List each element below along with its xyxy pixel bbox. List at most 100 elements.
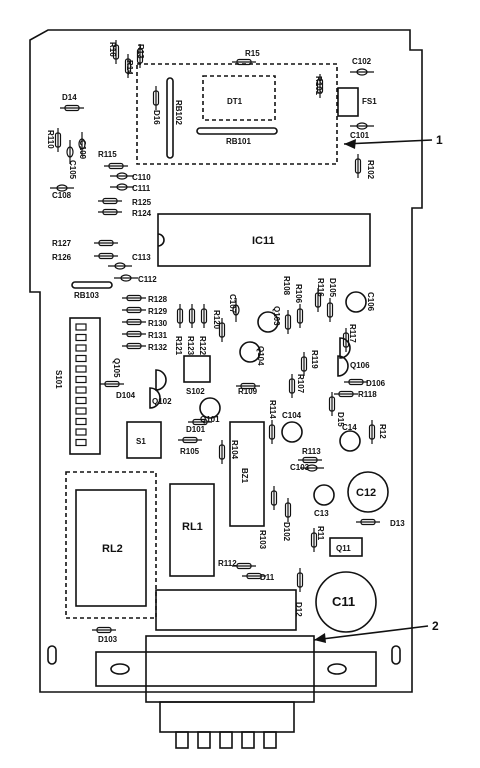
- s101-switch-segment: [75, 354, 87, 363]
- r106-label: R106: [294, 284, 303, 304]
- q102-transistor: [149, 387, 161, 409]
- ic11-chip: [157, 213, 371, 267]
- r107-label: R107: [296, 374, 305, 394]
- r15-label: R15: [245, 49, 260, 58]
- d103-label: D103: [98, 635, 118, 644]
- fs1-fuse-holder: [337, 87, 359, 117]
- q102-label: Q102: [152, 397, 172, 406]
- r122-label: R122: [198, 336, 207, 356]
- rl1-label: RL1: [182, 521, 203, 533]
- d106-label: D106: [366, 379, 386, 388]
- d102-label: D102: [282, 522, 291, 542]
- r11-label: R11: [316, 526, 325, 541]
- bz1-label: BZ1: [240, 468, 249, 484]
- c104-capacitor: [281, 421, 303, 443]
- r114-label: R114: [268, 400, 277, 419]
- c113-label: C113: [132, 253, 151, 262]
- d11-label: D11: [260, 573, 275, 582]
- r132-label: R132: [148, 343, 168, 352]
- callout-1-arrowhead: [344, 139, 356, 149]
- s101-switch-body: [69, 317, 101, 455]
- c110-label: C110: [132, 173, 151, 182]
- rb101-resistor-bar: [196, 127, 278, 135]
- rl2-label: RL2: [102, 543, 123, 555]
- r124-label: R124: [132, 209, 152, 218]
- s101-switch-segment: [75, 438, 87, 447]
- transformer-terminal-block: [155, 589, 297, 631]
- ic11-label: IC11: [252, 235, 275, 247]
- c107-label: C107: [228, 294, 237, 314]
- c13-capacitor: [313, 484, 335, 506]
- r130-label: R130: [148, 319, 168, 328]
- q106-label: Q106: [350, 361, 370, 370]
- r129-label: R129: [148, 307, 168, 316]
- c11-capacitor: [315, 571, 377, 633]
- bz1-buzzer-body: [229, 421, 265, 527]
- s101-switch-segment: [75, 428, 87, 436]
- callout-2-arrowhead: [314, 633, 326, 643]
- q101-transistor: [199, 397, 221, 419]
- r109-label: R109: [238, 387, 258, 396]
- s1-switch-body: [126, 421, 162, 459]
- c105-label: C105: [68, 160, 77, 180]
- rb102-label: RB102: [174, 100, 183, 125]
- d105-label: D105: [328, 278, 337, 298]
- q11-label: Q11: [336, 544, 351, 553]
- r14-label: R14: [125, 60, 134, 75]
- callout-2-label: 2: [432, 619, 439, 633]
- r112-label: R112: [218, 559, 237, 568]
- s101-switch-segment: [75, 417, 87, 426]
- c106-label: C106: [366, 292, 375, 312]
- s101-switch-segment: [75, 323, 87, 331]
- c104-label: C104: [282, 411, 302, 420]
- d15-label: D15: [336, 412, 345, 427]
- r121-label: R121: [174, 336, 183, 356]
- c101-label: C101: [350, 131, 370, 140]
- r118-label: R118: [358, 390, 377, 399]
- s102-label: S102: [186, 387, 205, 396]
- d13-label: D13: [390, 519, 405, 528]
- r105-label: R105: [180, 447, 200, 456]
- r101-label: R101: [314, 76, 323, 96]
- c106-capacitor: [345, 291, 367, 313]
- s101-switch-segment: [75, 386, 87, 394]
- r119-label: R119: [310, 350, 319, 369]
- d14-label: D14: [62, 93, 77, 102]
- r12-label: R12: [378, 424, 387, 439]
- callout-2-leader: [313, 625, 429, 641]
- c102-label: C102: [352, 57, 372, 66]
- small-components: [50, 40, 380, 634]
- dt1-label: DT1: [227, 97, 243, 106]
- c112-label: C112: [138, 275, 157, 284]
- c11-label: C11: [332, 594, 355, 609]
- c103-label: C103: [290, 463, 310, 472]
- q103-transistor: [257, 311, 279, 333]
- fs1-label: FS1: [362, 97, 377, 106]
- dt1-inner-outline: [202, 75, 276, 121]
- q106-transistor: [337, 355, 349, 377]
- rb103-resistor-bar: [71, 281, 113, 289]
- s101-switch-segment: [75, 407, 87, 415]
- s1-label: S1: [136, 437, 146, 446]
- ic11-notch: [157, 233, 165, 247]
- s101-switch-segment: [75, 396, 87, 405]
- r128-label: R128: [148, 295, 168, 304]
- q11-transistor-body: [329, 537, 363, 557]
- rb101-label: RB101: [226, 137, 251, 146]
- c109-label: C109: [78, 140, 87, 160]
- r115-label: R115: [98, 150, 117, 159]
- r126-label: R126: [52, 253, 72, 262]
- r120-label: R120: [212, 310, 221, 330]
- board-outline: [29, 29, 423, 693]
- r110-label: R110: [46, 130, 55, 149]
- s101-switch-segment: [75, 375, 87, 384]
- d101-label: D101: [186, 425, 206, 434]
- bracket-hole-left: [110, 663, 130, 675]
- mounting-slot-right: [391, 645, 401, 665]
- q101-label: Q101: [200, 415, 220, 424]
- q104-label: Q104: [256, 346, 265, 366]
- q103-label: Q103: [272, 306, 281, 326]
- q104-transistor: [239, 341, 261, 363]
- r125-label: R125: [132, 198, 152, 207]
